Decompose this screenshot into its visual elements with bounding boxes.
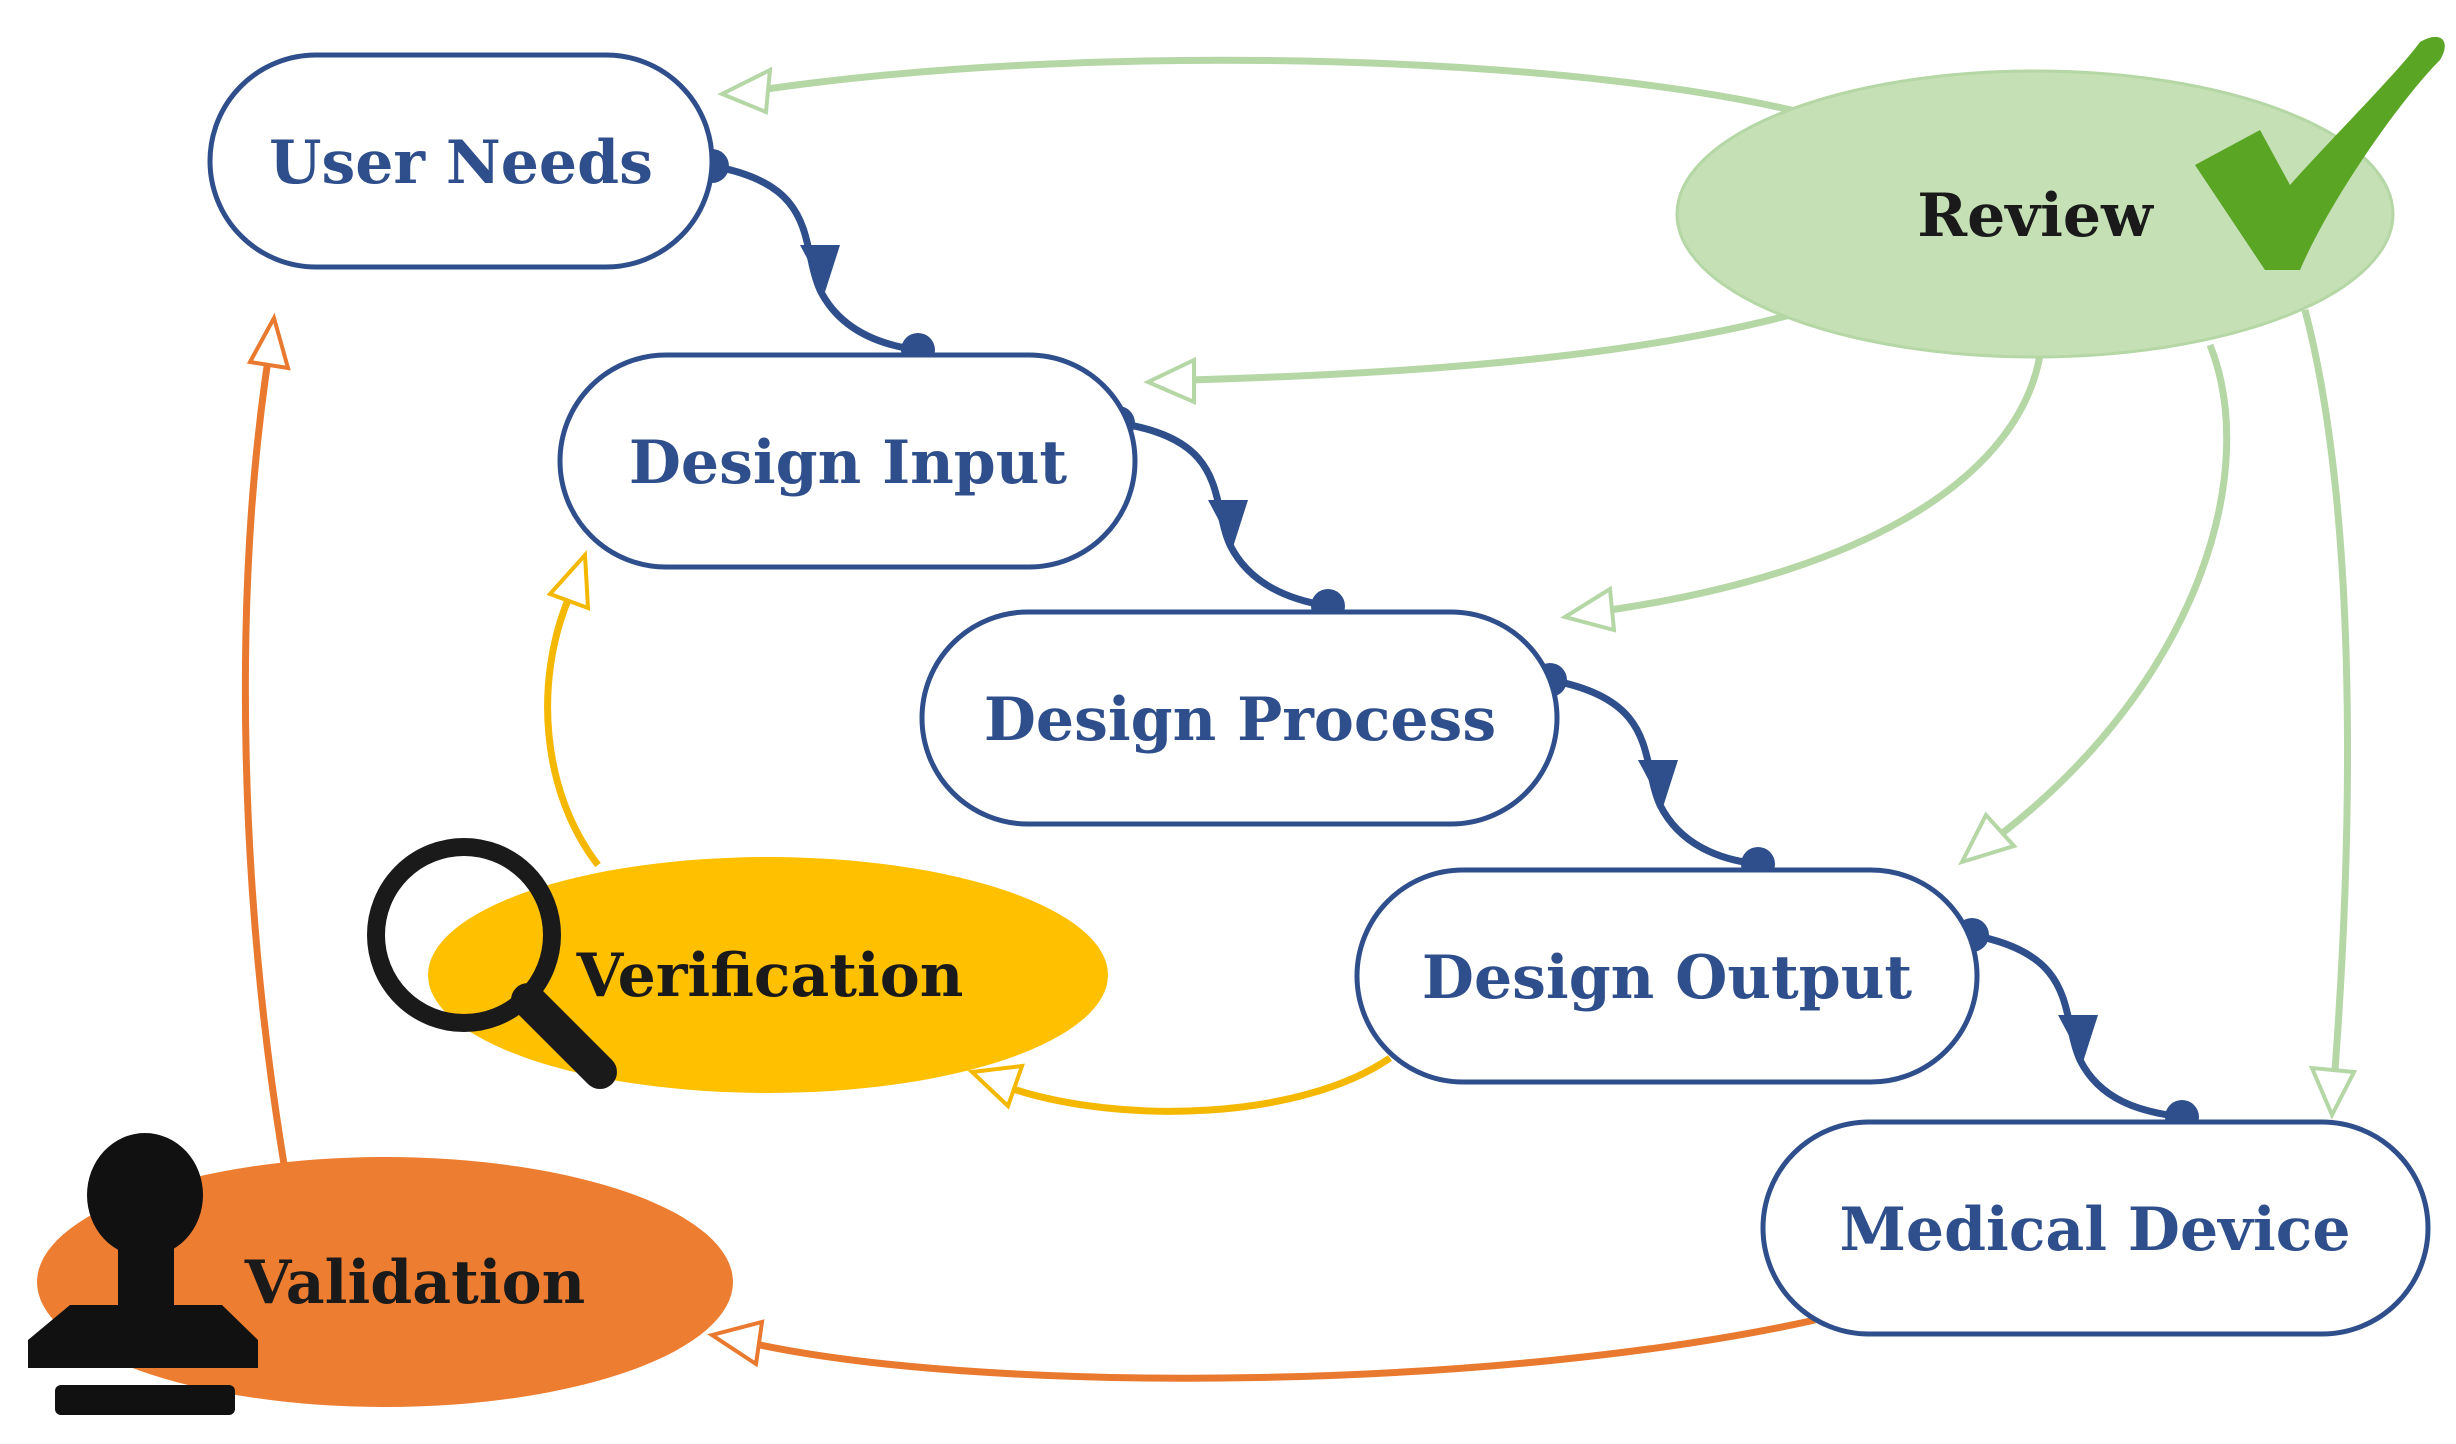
verification-node: Verification [367, 838, 1108, 1093]
verification-arrow-to-design-input [544, 598, 601, 868]
flow-connector-1 [711, 162, 919, 354]
review-arrow-design-output [1997, 343, 2231, 838]
verification-oval [428, 857, 1108, 1093]
review-arrows [717, 56, 2358, 1120]
stage-user-needs: User Needs [207, 52, 715, 270]
validation-arrowhead-validation [707, 1319, 765, 1368]
stage-box-medical-device [1760, 1119, 2431, 1337]
validation-arrows [241, 312, 1816, 1382]
review-arrow-design-process [1609, 354, 2044, 614]
review-arrowhead-design-output [1958, 811, 2018, 866]
review-oval [1675, 69, 2395, 359]
review-label: Review [1917, 181, 2154, 251]
flow-connector-3 [1549, 676, 1759, 868]
stage-box-design-output [1354, 867, 1980, 1085]
stage-box-design-input [557, 352, 1138, 570]
stage-label-medical-device: Medical Device [1840, 1195, 2351, 1265]
review-arrowhead-design-input [1143, 356, 1196, 406]
verification-arrowhead-design-input [546, 550, 591, 611]
validation-label: Validation [244, 1248, 586, 1318]
stage-medical-device: Medical Device [1760, 1119, 2431, 1337]
stage-box-design-process [919, 609, 1560, 827]
stage-label-user-needs: User Needs [269, 128, 653, 198]
verification-label: Verification [576, 941, 964, 1011]
stage-box-user-needs [207, 52, 715, 270]
stage-label-design-output: Design Output [1422, 943, 1912, 1013]
flow-connector-4 [1971, 931, 2183, 1121]
flow-arrowhead-1 [800, 245, 840, 292]
validation-arrow-from-medical-device [759, 1316, 1816, 1382]
stage-label-design-input: Design Input [629, 428, 1068, 498]
magnifying-glass-icon [367, 838, 617, 1089]
verification-arrows [544, 550, 1392, 1115]
validation-node: Validation [28, 1133, 733, 1415]
stage-design-process: Design Process [919, 609, 1560, 827]
validation-arrowhead-user-needs [246, 312, 291, 371]
review-arrowhead-design-process [1560, 585, 1617, 633]
review-arrowhead-user-needs [717, 66, 773, 115]
validation-arrow-to-user-needs [241, 359, 289, 1171]
checkmark-icon [2195, 36, 2445, 270]
rubber-stamp-icon [28, 1133, 258, 1415]
review-arrow-user-needs [759, 56, 1831, 124]
review-arrowhead-medical-device [2308, 1065, 2358, 1120]
verification-arrowhead-verification [967, 1063, 1025, 1110]
stage-design-output: Design Output [1354, 867, 1980, 1085]
flow-arrowhead-2 [1208, 500, 1248, 547]
stage-design-input: Design Input [557, 352, 1138, 570]
stage-label-design-process: Design Process [984, 685, 1496, 755]
flow-arrowhead-4 [2058, 1015, 2098, 1062]
flow-connector-2 [1117, 419, 1329, 610]
review-arrow-medical-device [2301, 309, 2351, 1071]
verification-arrow-from-design-output [1008, 1055, 1392, 1115]
review-node: Review [1675, 36, 2445, 359]
flow-arrowhead-3 [1638, 760, 1678, 807]
review-arrow-design-input [1189, 311, 1791, 384]
